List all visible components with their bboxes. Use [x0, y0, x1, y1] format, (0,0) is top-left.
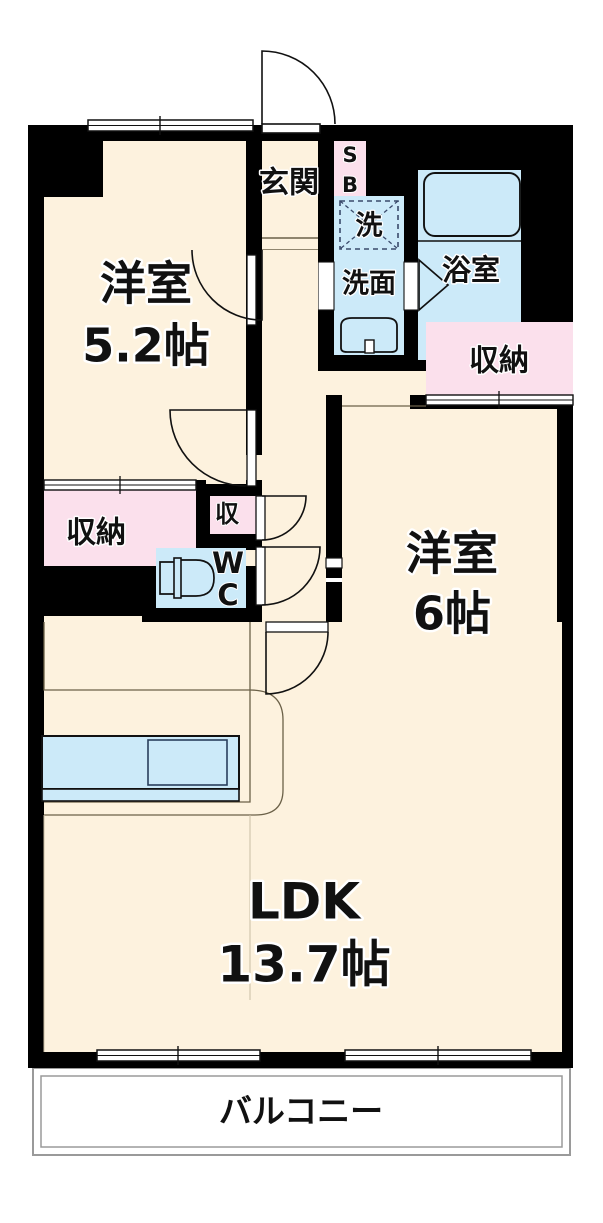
label-washer: 洗	[356, 211, 383, 242]
door-wc	[255, 546, 321, 606]
closet-sliding-door-left[interactable]	[43, 476, 197, 494]
window-ldk-right	[344, 1046, 532, 1065]
room-ldk	[41, 622, 562, 1052]
room-youshitsu-5-2	[44, 141, 246, 480]
label-ldk-size: 13.7帖	[217, 936, 390, 994]
windows	[87, 116, 532, 1065]
door-room-a	[169, 409, 257, 487]
door-storage-small	[255, 495, 307, 541]
label-ldk-name: LDK	[248, 873, 362, 931]
label-room-b-size: 6帖	[413, 587, 491, 641]
washing-machine-space	[339, 200, 399, 250]
toilet-fixture	[159, 557, 215, 599]
door-hall-genkan	[191, 249, 263, 326]
window-ldk-left	[96, 1046, 261, 1065]
room-wc	[156, 548, 246, 608]
bathroom-folding-door[interactable]	[418, 258, 450, 312]
door-room-b-upper	[325, 557, 343, 569]
label-shoebox-b: B	[342, 173, 358, 197]
window-room-a-top	[87, 116, 254, 135]
label-shoebox-s: S	[342, 143, 357, 167]
washbasin-fixture	[340, 317, 398, 354]
room-labels: 洋室 5.2帖 洋室 6帖 LDK 13.7帖 玄関 S B 洗 洗面 浴室 収…	[65, 142, 531, 1132]
label-wc-w: W	[212, 546, 244, 580]
door-room-b	[265, 621, 329, 695]
room-washroom	[317, 196, 419, 355]
label-genkan: 玄関	[259, 166, 319, 201]
closet-sliding-door-top-right[interactable]	[425, 391, 574, 409]
label-storage-top-right: 収納	[469, 344, 529, 379]
kitchen-counter	[41, 735, 240, 802]
balcony-area	[32, 1067, 571, 1156]
interior-doors[interactable]	[169, 249, 343, 695]
label-storage-small: 収	[215, 500, 240, 528]
entrance-door[interactable]	[261, 50, 336, 134]
storage-top-right	[425, 322, 574, 409]
label-room-a-size: 5.2帖	[82, 319, 210, 373]
label-washroom: 洗面	[342, 269, 396, 300]
label-storage-left: 収納	[66, 516, 126, 551]
label-room-a-name: 洋室	[100, 257, 192, 311]
label-bathroom: 浴室	[442, 253, 500, 287]
storage-small	[210, 496, 256, 534]
label-room-b-name: 洋室	[406, 527, 498, 581]
label-balcony: バルコニー	[219, 1092, 383, 1131]
label-wc-c: C	[217, 578, 238, 612]
bathtub-fixture	[423, 172, 521, 237]
